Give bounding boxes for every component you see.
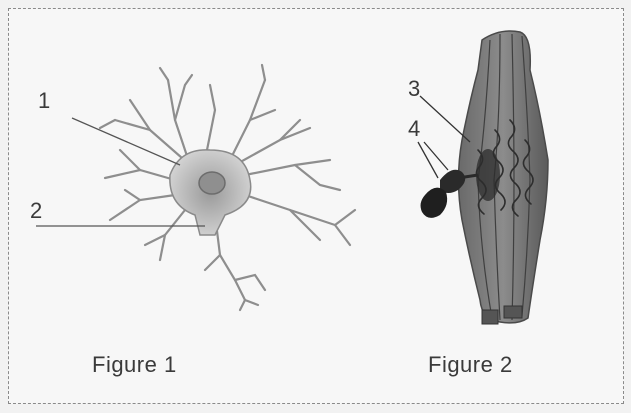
label-4: 4 bbox=[408, 116, 420, 142]
figure-1-caption: Figure 1 bbox=[92, 352, 177, 378]
muscle-fiber bbox=[459, 31, 549, 324]
figure-2-caption: Figure 2 bbox=[428, 352, 513, 378]
neuron bbox=[100, 65, 355, 310]
label-2: 2 bbox=[30, 198, 42, 224]
label-3: 3 bbox=[408, 76, 420, 102]
pointer-line-4b bbox=[424, 142, 448, 170]
neuron-nucleus bbox=[199, 172, 225, 194]
pointer-line-3 bbox=[420, 96, 470, 142]
label-1: 1 bbox=[38, 88, 50, 114]
